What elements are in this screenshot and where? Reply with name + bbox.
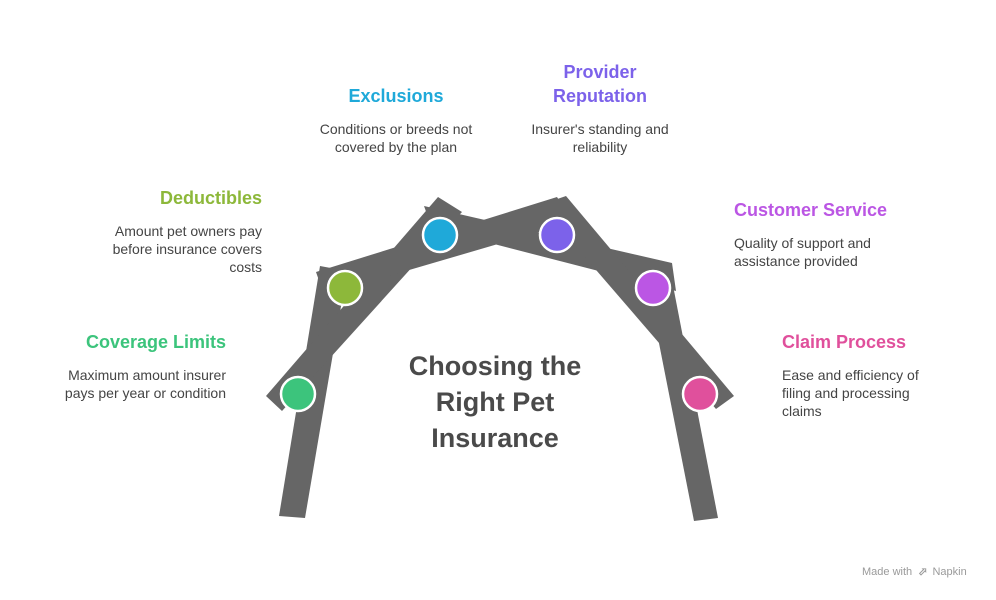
- napkin-brand: Napkin: [932, 566, 967, 578]
- made-with-text: Made with: [862, 566, 913, 578]
- node-exclusions: [421, 216, 459, 254]
- description-deductibles: Amount pet owners pay before insurance c…: [112, 223, 262, 275]
- description-customer-service: Quality of support and assistance provid…: [734, 235, 871, 269]
- napkin-logo-icon: ⬀: [918, 566, 928, 578]
- label-deductibles: Deductibles Amount pet owners pay before…: [88, 186, 262, 276]
- label-exclusions: Exclusions Conditions or breeds not cove…: [306, 84, 486, 156]
- description-coverage-limits: Maximum amount insurer pays per year or …: [64, 367, 226, 401]
- made-with-napkin[interactable]: Made with ⬀ Napkin: [862, 565, 967, 578]
- description-exclusions: Conditions or breeds not covered by the …: [319, 121, 473, 155]
- title-customer-service: Customer Service: [734, 200, 888, 220]
- label-claim-process: Claim Process Ease and efficiency of fil…: [782, 330, 942, 420]
- description-claim-process: Ease and efficiency of filing and proces…: [782, 367, 919, 419]
- node-provider-reputation: [538, 216, 576, 254]
- diagram-title: Choosing the Right Pet Insurance: [408, 351, 582, 453]
- node-customer-service: [634, 269, 672, 307]
- title-deductibles: Deductibles: [159, 188, 262, 208]
- bar-right-leg: [645, 270, 718, 521]
- node-deductibles: [326, 269, 364, 307]
- description-provider-reputation: Insurer's standing and reliability: [531, 121, 669, 155]
- title-exclusions: Exclusions: [348, 86, 444, 106]
- node-coverage-limits: [279, 375, 317, 413]
- title-coverage-limits: Coverage Limits: [85, 332, 226, 352]
- label-customer-service: Customer Service Quality of support and …: [734, 198, 934, 270]
- title-claim-process: Claim Process: [782, 332, 907, 352]
- arch-nodes: [279, 216, 719, 413]
- title-provider-reputation: Provider Reputation: [553, 62, 647, 106]
- label-provider-reputation: Provider Reputation Insurer's standing a…: [518, 60, 682, 156]
- label-coverage-limits: Coverage Limits Maximum amount insurer p…: [40, 330, 226, 402]
- node-claim-process: [681, 375, 719, 413]
